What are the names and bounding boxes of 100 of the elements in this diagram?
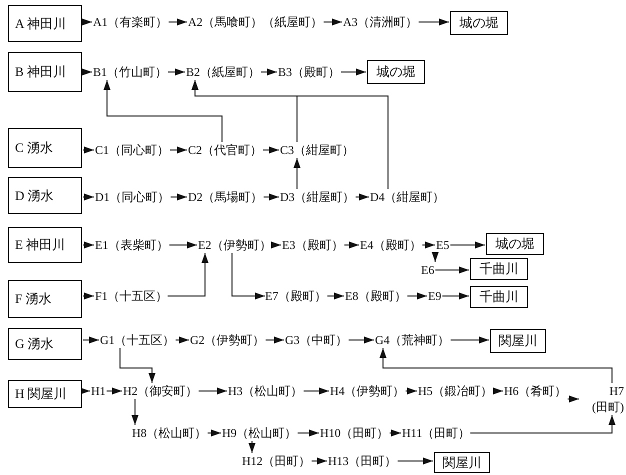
place-label: E1（表柴町） — [95, 237, 168, 253]
place-label: G1（十五区） — [100, 332, 175, 348]
arrow — [355, 194, 370, 200]
arrow — [326, 292, 344, 300]
place-label: H3（松山町） — [228, 383, 303, 399]
arrow — [170, 146, 188, 154]
place-label: E9 — [428, 288, 442, 304]
route-box: E 神田川 — [8, 227, 82, 263]
arrow — [348, 336, 374, 344]
place-label: H6（肴町） — [504, 383, 567, 399]
arrow — [170, 194, 188, 200]
arrow — [207, 430, 222, 436]
route-box: F 湧水 — [8, 280, 82, 318]
place-label: H12（田町） — [242, 453, 311, 469]
arrow — [82, 292, 94, 300]
place-label: E3（殿町） — [282, 237, 344, 253]
arrow — [389, 430, 402, 436]
place-label: A2（馬喰町）（紙屋町） — [188, 14, 323, 30]
arrow — [432, 252, 439, 262]
arrow — [344, 242, 360, 248]
arrow — [493, 388, 504, 394]
arrow — [248, 440, 256, 454]
arrow — [192, 80, 388, 190]
place-label: A1（有楽町） — [93, 14, 168, 30]
arrow — [340, 68, 366, 76]
route-box: H 関屋川 — [8, 380, 82, 408]
arrow — [397, 458, 434, 464]
place-label: E7（殿町） — [265, 288, 326, 304]
place-label: D3（紺屋町） — [280, 189, 355, 205]
place-label: H9（松山町） — [222, 425, 297, 441]
arrow — [106, 388, 122, 394]
place-label: H8（松山町） — [132, 425, 207, 441]
arrow — [380, 348, 612, 384]
place-label: C1（同心町） — [95, 142, 170, 158]
place-label: D4（紺屋町） — [370, 189, 445, 205]
arrow — [262, 146, 280, 154]
destination-box: 城の堀 — [486, 233, 544, 255]
arrow — [167, 252, 208, 296]
place-label: C3（紺屋町） — [280, 142, 354, 158]
arrow — [265, 336, 284, 344]
place-label: H5（鍛冶町） — [418, 383, 493, 399]
place-label: D1（同心町） — [95, 189, 170, 205]
arrow — [470, 414, 616, 434]
arrow — [132, 398, 138, 426]
place-label: E6 — [421, 262, 434, 278]
place-label: H11（田町） — [402, 425, 470, 441]
destination-box: 城の堀 — [367, 60, 425, 84]
place-label: C2（代官町） — [188, 142, 262, 158]
place-label: H4（伊勢町） — [330, 383, 405, 399]
route-box: B 神田川 — [8, 52, 82, 92]
destination-box: 関屋川 — [490, 329, 546, 353]
arrow — [82, 146, 94, 154]
arrow — [82, 68, 92, 76]
place-label: A3（清洲町） — [343, 14, 418, 30]
place-label: H2（御安町） — [123, 383, 198, 399]
arrow — [104, 80, 222, 142]
place-label: E8（殿町） — [345, 288, 406, 304]
place-label: G4（荒神町） — [375, 332, 450, 348]
destination-box: 関屋川 — [434, 452, 490, 473]
place-label: H1 — [91, 383, 106, 399]
arrow — [450, 336, 490, 344]
arrow — [434, 266, 470, 274]
arrow — [271, 242, 282, 248]
place-label: B2（紙屋町） — [186, 64, 260, 80]
arrow — [406, 292, 428, 300]
destination-box: 千曲川 — [470, 258, 528, 280]
destination-box: 城の堀 — [450, 11, 508, 35]
route-box: G 湧水 — [8, 328, 82, 360]
arrow — [323, 18, 342, 26]
arrow — [311, 458, 328, 464]
place-label: G2（伊勢町） — [190, 332, 265, 348]
arrow — [263, 194, 280, 200]
destination-box: 千曲川 — [470, 286, 528, 308]
arrow — [405, 388, 418, 394]
place-label: H7 (田町) — [580, 383, 624, 415]
arrow — [567, 396, 580, 402]
route-box: A 神田川 — [8, 5, 82, 42]
arrow — [232, 252, 266, 300]
place-label: D2（馬場町） — [188, 189, 263, 205]
arrow — [82, 242, 94, 248]
arrow — [175, 336, 190, 344]
place-label: F1（十五区） — [95, 288, 168, 304]
place-label: E2（伊勢町） — [198, 237, 272, 253]
arrow — [297, 430, 320, 436]
route-box: D 湧水 — [8, 177, 82, 214]
arrow — [168, 68, 186, 76]
arrow — [260, 68, 278, 76]
arrow — [450, 242, 486, 248]
arrow — [82, 194, 94, 200]
arrow — [82, 336, 100, 344]
arrow — [418, 18, 450, 26]
arrow — [120, 348, 156, 384]
arrow — [168, 18, 188, 26]
arrow — [422, 242, 436, 248]
arrow — [442, 292, 470, 300]
place-label: E5 — [436, 237, 450, 253]
arrow — [80, 388, 90, 394]
arrow — [82, 18, 92, 26]
route-box: C 湧水 — [8, 128, 82, 168]
place-label: H10（田町） — [320, 425, 389, 441]
